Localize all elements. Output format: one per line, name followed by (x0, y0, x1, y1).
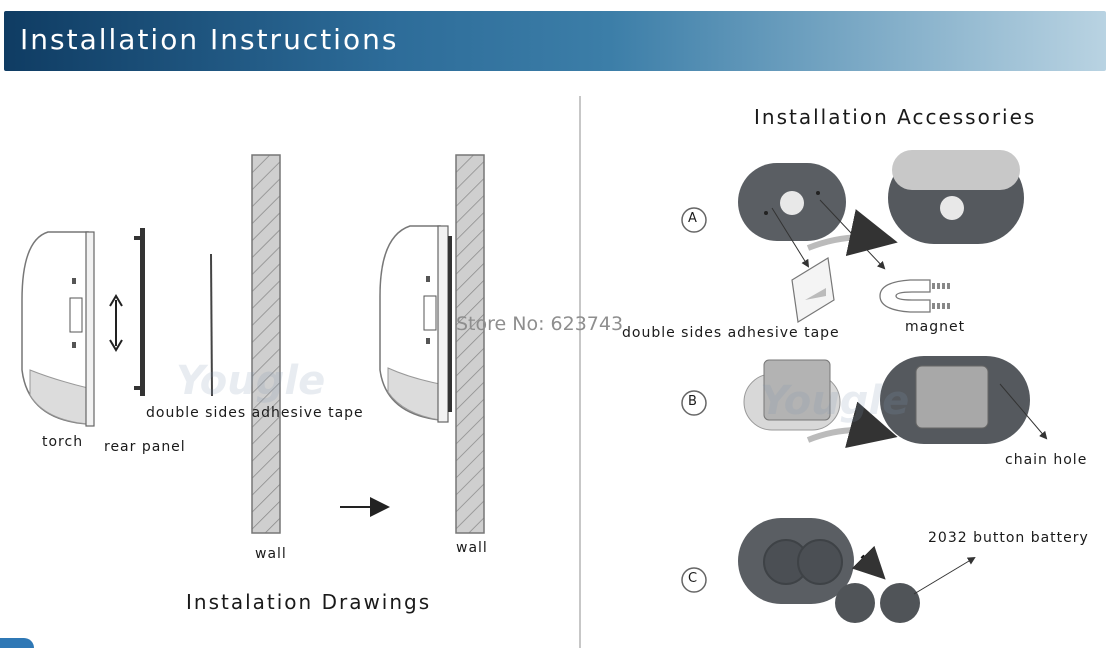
corner-tab (0, 638, 34, 648)
step-c-badge (681, 567, 707, 593)
adhesive-tape-shape (210, 253, 213, 397)
rear-panel-front-view (738, 163, 846, 241)
pointer-line (999, 383, 1048, 440)
torch-with-clip-view (880, 356, 1030, 444)
label-wall: wall (255, 546, 287, 562)
wall-shape (455, 154, 485, 534)
label-wall: wall (456, 540, 488, 556)
label-adhesive-tape: double sides adhesive tape (622, 325, 840, 341)
label-magnet: magnet (905, 319, 966, 335)
step-b-label: B (688, 394, 698, 409)
label-adhesive-tape: double sides adhesive tape (146, 405, 364, 421)
torch-back-view (888, 150, 1024, 244)
double-arrow-icon (109, 294, 123, 352)
rear-panel-shape (134, 228, 145, 396)
battery-compartment-view (738, 518, 854, 604)
header-banner: Installation Instructions (4, 11, 1106, 71)
label-chain-hole: chain hole (1005, 452, 1088, 468)
pointer-line (913, 556, 976, 595)
step-c-label: C (688, 571, 699, 586)
pointer-line (819, 199, 886, 270)
left-caption: Instalation Drawings (186, 590, 432, 614)
accessories-title: Installation Accessories (754, 105, 1037, 129)
brand-watermark: Yougle (176, 358, 326, 404)
label-rear-panel: rear panel (104, 439, 186, 455)
magnet-icon (879, 279, 952, 313)
torch-mounted-view (379, 225, 452, 423)
store-watermark: Store No: 623743 (456, 313, 624, 335)
curved-arrow-icon (806, 401, 898, 449)
step-b-badge (681, 390, 707, 416)
wall-shape (251, 154, 281, 534)
curved-arrow-icon (806, 209, 898, 257)
torch-side-view (21, 231, 95, 427)
pointer-line (771, 207, 810, 268)
arrow-icon (851, 545, 886, 580)
belt-clip-icon (743, 359, 841, 431)
label-battery: 2032 button battery (928, 530, 1089, 546)
step-a-badge (681, 207, 707, 233)
tape-square-icon (791, 257, 835, 323)
brand-watermark: Yougle (760, 378, 910, 424)
battery-icon (835, 583, 920, 623)
section-divider (579, 96, 581, 648)
label-torch: torch (42, 434, 84, 450)
page-title: Installation Instructions (20, 23, 399, 56)
step-a-label: A (688, 211, 698, 226)
